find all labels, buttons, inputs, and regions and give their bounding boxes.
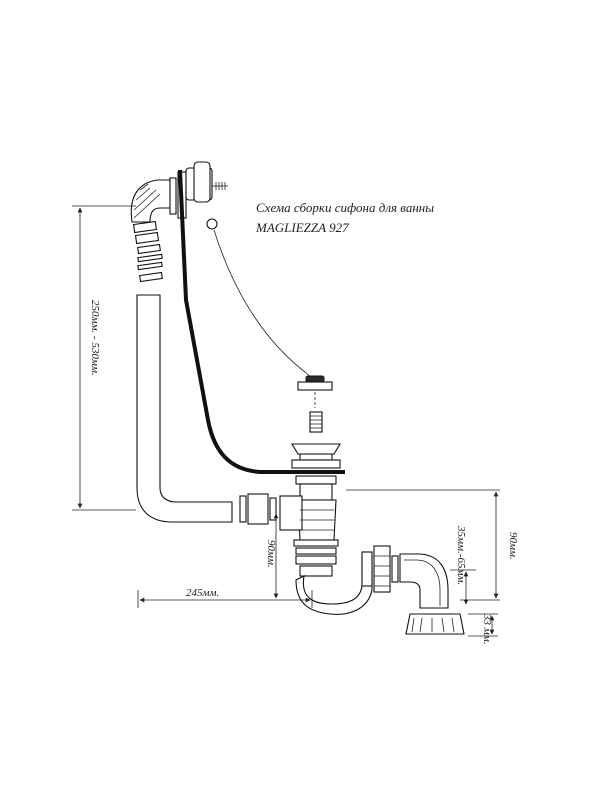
drain-flange xyxy=(291,443,341,501)
rubber-cone xyxy=(405,613,465,635)
overflow-elbow xyxy=(130,179,171,223)
label-drain-depth: 90мм. xyxy=(265,540,277,568)
label-horizontal: 245мм. xyxy=(186,587,219,599)
outlet-nut-stack xyxy=(361,545,399,593)
plug-chain-ring xyxy=(206,218,218,230)
label-cone-height: 33 мм. xyxy=(481,613,493,645)
dim-cone-height xyxy=(468,613,498,637)
diagram-model: MAGLIEZZA 927 xyxy=(256,220,349,235)
overflow-pipe-connector xyxy=(239,493,277,525)
outlet-elbow-inner xyxy=(404,559,441,606)
dim-overflow-height xyxy=(72,205,136,511)
dim-horizontal xyxy=(137,590,313,608)
control-cable xyxy=(178,169,345,474)
u-trap xyxy=(295,555,373,615)
rubber-cone-hatch xyxy=(411,617,455,633)
label-adjust-range: 35мм.-65мм. xyxy=(455,525,467,585)
plug-chain xyxy=(213,229,313,379)
overflow-nut-stack xyxy=(132,220,163,283)
overflow-screw xyxy=(212,182,228,190)
overflow-pipe xyxy=(136,294,233,523)
overflow-flange-stack xyxy=(169,161,213,219)
dim-adjust-range xyxy=(450,569,476,605)
drain-plug xyxy=(297,375,333,433)
drain-body xyxy=(279,495,339,577)
label-overflow-height: 250мм. - 530мм. xyxy=(89,300,101,376)
label-outlet-height: 90мм. xyxy=(507,532,519,560)
diagram-title: Схема сборки сифона для ванны xyxy=(256,200,435,215)
outlet-elbow xyxy=(399,553,449,609)
